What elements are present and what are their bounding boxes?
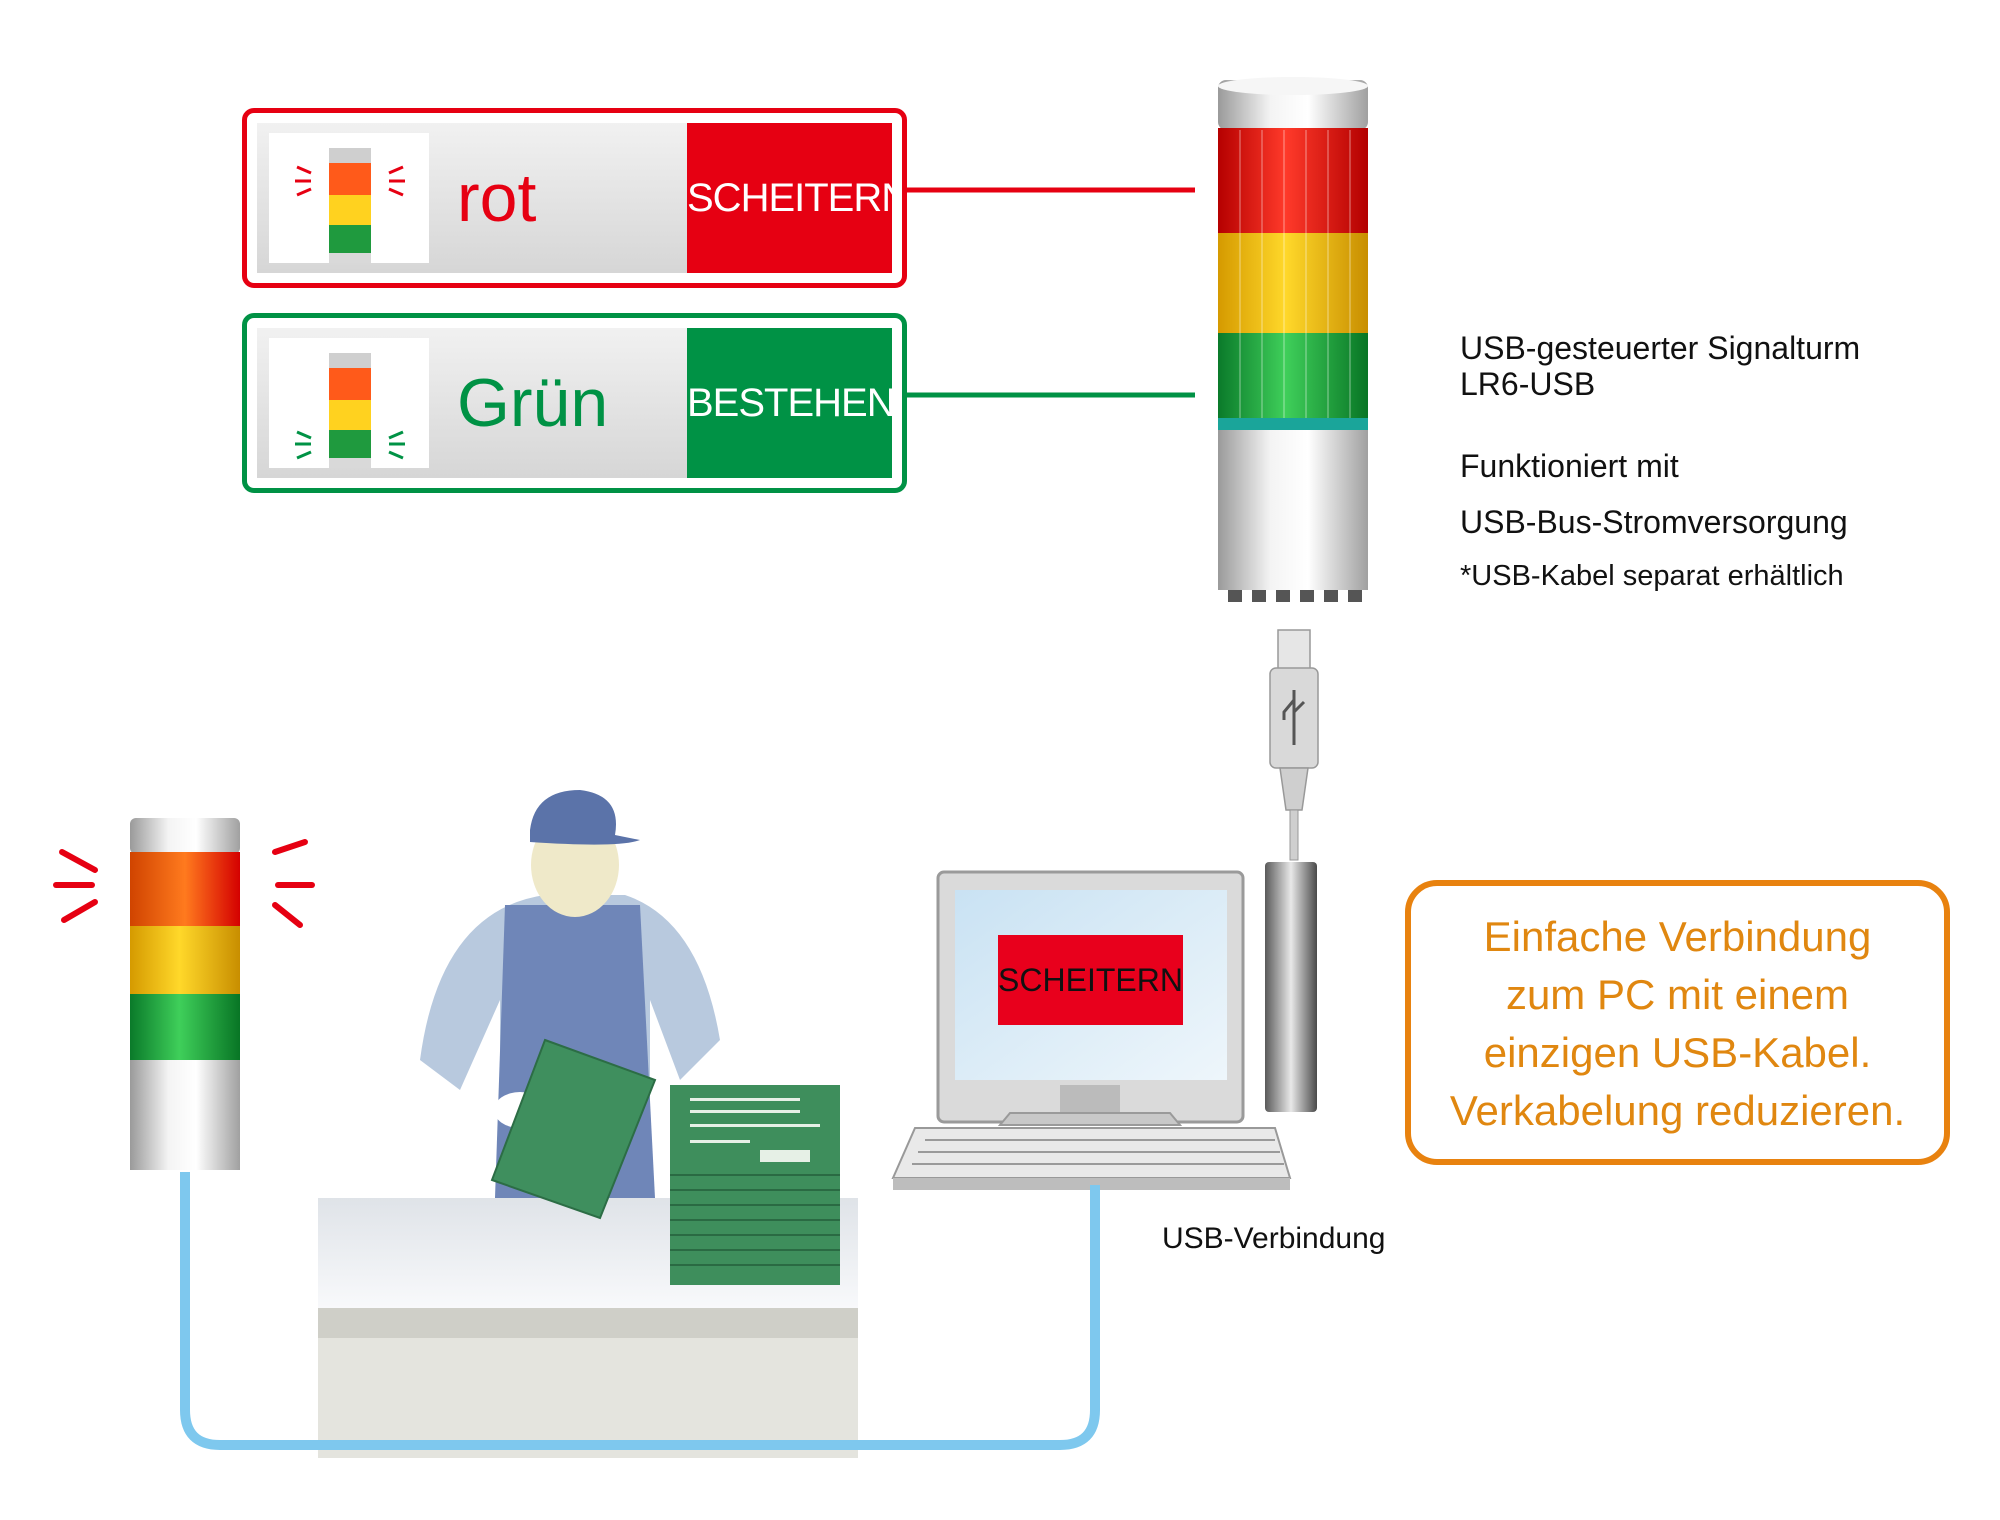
usb-connection-label: USB-Verbindung: [1162, 1222, 1386, 1255]
callout-line-2: zum PC mit einem: [1505, 971, 1850, 1018]
worker-graphic: [420, 790, 720, 1220]
status-badge-fail: SCHEITERN: [687, 123, 892, 273]
power-text-line2: USB-Bus-Stromversorgung: [1460, 504, 1848, 540]
monitor-screen-fail-badge: SCHEITERN: [998, 935, 1183, 1025]
mini-tower-icon-green: [269, 338, 429, 468]
workstation-connection-cable: [180, 1172, 1100, 1450]
status-panel-green: Grün BESTEHEN: [242, 313, 907, 493]
circuit-board-stack-graphic: [670, 1085, 840, 1285]
feature-callout: Einfache Verbindung zum PC mit einem ein…: [1405, 880, 1950, 1165]
status-panel-red: rot SCHEITERN: [242, 108, 907, 288]
usb-signal-tower-graphic: [1218, 77, 1368, 602]
callout-line-1: Einfache Verbindung: [1483, 913, 1872, 960]
product-name: USB-gesteuerter Signalturm: [1460, 330, 1861, 366]
pc-tower-graphic: [1265, 862, 1317, 1112]
status-word-green: Grün: [457, 365, 609, 441]
product-model: LR6-USB: [1460, 366, 1596, 402]
status-word-red: rot: [457, 160, 537, 236]
cable-note: *USB-Kabel separat erhältlich: [1460, 560, 1844, 592]
callout-line-4: Verkabelung reduzieren.: [1449, 1087, 1906, 1134]
usb-cable-graphic: [1269, 629, 1319, 861]
mini-tower-icon-red: [269, 133, 429, 263]
status-badge-pass: BESTEHEN: [687, 328, 892, 478]
workstation-signal-tower-graphic: [53, 818, 315, 1170]
power-text-line1: Funktioniert mit: [1460, 448, 1679, 484]
keyboard-graphic: [891, 1127, 1292, 1190]
callout-line-3: einzigen USB-Kabel.: [1483, 1029, 1872, 1076]
